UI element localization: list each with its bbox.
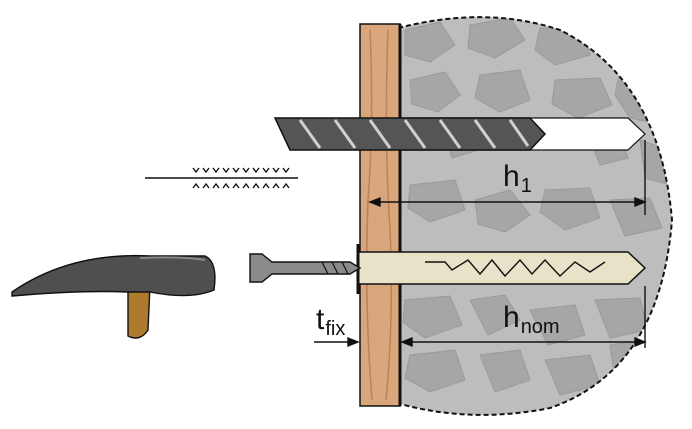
wood-board bbox=[359, 23, 402, 407]
tfix-label-sub: fix bbox=[325, 318, 346, 340]
h1-dimension-line bbox=[368, 140, 647, 215]
hnom-label-main: h bbox=[503, 301, 520, 334]
vibration-icon bbox=[145, 167, 298, 189]
screw-icon bbox=[249, 253, 362, 283]
dowel-icon bbox=[356, 244, 647, 294]
hnom-label-sub: nom bbox=[520, 316, 560, 338]
h1-label: h1 bbox=[503, 160, 532, 197]
tfix-label-main: t bbox=[316, 303, 325, 336]
hnom-dimension-line bbox=[400, 286, 647, 348]
h1-label-main: h bbox=[503, 160, 520, 193]
h1-label-sub: 1 bbox=[520, 175, 532, 197]
tfix-label: tfix bbox=[316, 303, 345, 340]
hnom-label: hnom bbox=[503, 301, 560, 338]
tfix-dimension-line bbox=[314, 336, 360, 348]
concrete-wall bbox=[359, 16, 674, 416]
drill-bit-icon bbox=[273, 117, 547, 151]
hammer-icon bbox=[11, 254, 216, 339]
